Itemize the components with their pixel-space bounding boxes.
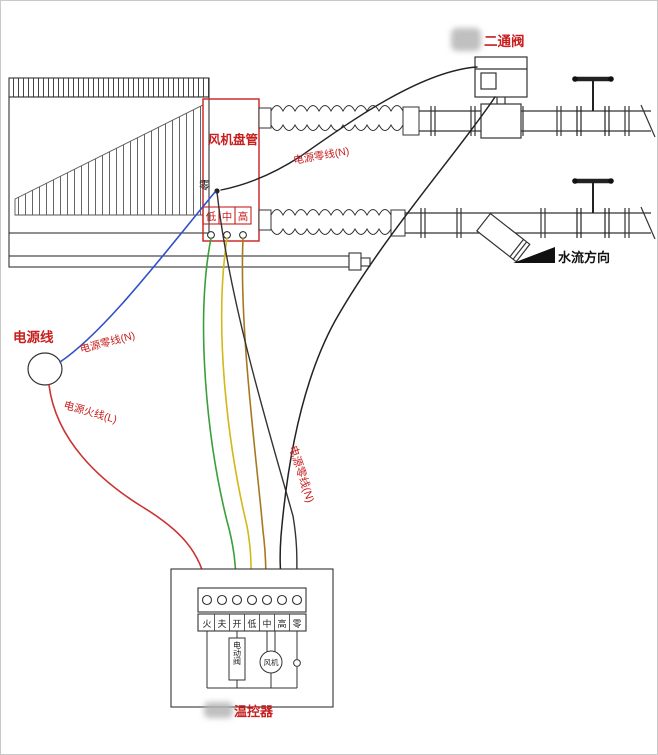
- terminal-screw: [261, 594, 273, 606]
- supply-pipe: [419, 104, 656, 138]
- gate-valve-top: [572, 76, 614, 136]
- zero-terminal-label: 零: [199, 179, 210, 192]
- power-live-label: 电源火线(L): [62, 398, 118, 426]
- speed-cells-box: [202, 206, 252, 225]
- wire-valve-to-coil: [220, 66, 478, 191]
- terminal-label: 火: [202, 619, 211, 629]
- terminal-label: 低: [247, 618, 256, 629]
- terminal-label: 高: [277, 618, 286, 629]
- valve-body: [480, 103, 522, 139]
- thermostat-label: 温控器: [234, 704, 274, 719]
- motor-valve-label: 电动阀: [233, 640, 242, 666]
- actuator-detail: [480, 72, 497, 90]
- terminal-label: 零: [292, 619, 301, 629]
- wire-speed-brown: [241, 237, 268, 590]
- water-flow-direction: 水流方向: [513, 247, 610, 265]
- terminal-label: 开: [232, 619, 241, 629]
- wire-speed-yellow: [220, 237, 253, 590]
- thermostat-internal-wiring: [206, 631, 301, 689]
- terminal-screw: [246, 594, 258, 606]
- terminal-label: 中: [262, 618, 271, 629]
- two-way-valve-label: 二通阀: [484, 33, 525, 49]
- power-line-label: 电源线: [13, 329, 54, 345]
- return-pipe: [405, 206, 656, 240]
- power-source-circle: [27, 352, 63, 386]
- drain-end-stub: [360, 257, 371, 267]
- two-way-valve: [474, 56, 528, 139]
- pipe-break-top: [640, 104, 656, 138]
- power-source: 电源线: [13, 329, 63, 386]
- speed-high-label: 高: [238, 210, 249, 223]
- wire-neutral-bundle: [216, 191, 298, 590]
- terminal-screw: [291, 594, 303, 606]
- power-neutral-label: 电源零线(N): [78, 329, 136, 356]
- speed-low-label: 低: [206, 210, 217, 223]
- drain-end-fitting: [348, 252, 362, 271]
- terminal-screw: [231, 594, 243, 606]
- thermostat: 火 夫 开 低 中 高 零 电动阀 风机: [170, 568, 334, 708]
- connection-box: 风机盘管 零 低 中 高: [199, 98, 272, 242]
- hose-union-top: [402, 106, 420, 136]
- terminal-label-row: [197, 613, 307, 632]
- wire-live-red: [48, 384, 208, 590]
- drain-pipe: [8, 252, 371, 271]
- fan-symbol-label: 风机: [264, 657, 279, 667]
- terminal-screw: [276, 594, 288, 606]
- flow-arrow: [513, 247, 555, 263]
- terminal-label: 夫: [217, 618, 226, 629]
- pipe-break-bottom: [640, 206, 656, 240]
- speed-mid-label: 中: [222, 210, 233, 223]
- water-flow-label: 水流方向: [558, 250, 610, 265]
- neutral-top-label: 电源零线(N): [292, 144, 350, 167]
- hose-stub-top: [258, 107, 272, 129]
- bundle-neutral-label: 电源零线(N): [286, 444, 318, 505]
- y-strainer: [476, 212, 531, 263]
- blurred-watermark-top: [451, 28, 481, 51]
- flexible-hose-bottom: [270, 209, 406, 237]
- blurred-watermark-bottom: [204, 702, 233, 718]
- terminal-labels: 火 夫 开 低 中 高 零: [202, 618, 301, 629]
- fan-coil-unit: [8, 77, 210, 256]
- connection-box-outline: [202, 98, 260, 242]
- terminal-screw: [201, 594, 213, 606]
- flexible-hose-top: [270, 105, 420, 136]
- fan-coil-label: 风机盘管: [208, 132, 258, 147]
- drain-pipe-body: [8, 255, 350, 268]
- wires: [48, 66, 496, 590]
- switch-contact: [293, 659, 301, 667]
- terminal-screw: [216, 594, 228, 606]
- wire-valve-control: [279, 96, 496, 590]
- hose-stub-bottom: [258, 209, 272, 231]
- wire-speed-green: [202, 237, 238, 590]
- wire-neutral-blue: [59, 191, 216, 363]
- valve-actuator: [474, 56, 528, 98]
- fan-coil-top-grille: [8, 77, 210, 98]
- gate-valve-bottom: [572, 178, 614, 238]
